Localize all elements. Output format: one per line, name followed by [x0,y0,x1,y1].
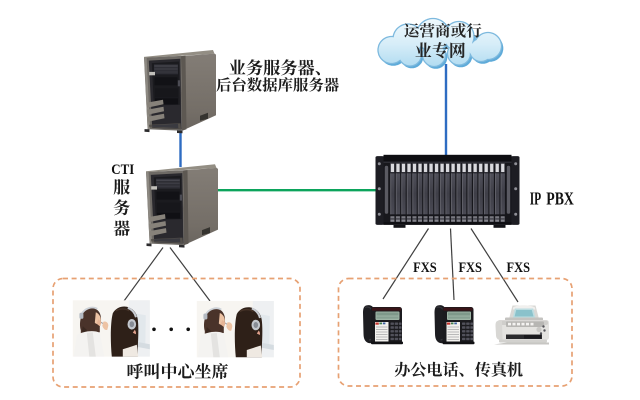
svg-text:FXS: FXS [413,260,437,276]
svg-text:FXS: FXS [507,260,531,276]
svg-text:PBX: PBX [546,189,574,209]
svg-text:IP: IP [530,189,542,209]
svg-text:FXS: FXS [458,260,482,276]
svg-text:CTI: CTI [111,162,134,178]
